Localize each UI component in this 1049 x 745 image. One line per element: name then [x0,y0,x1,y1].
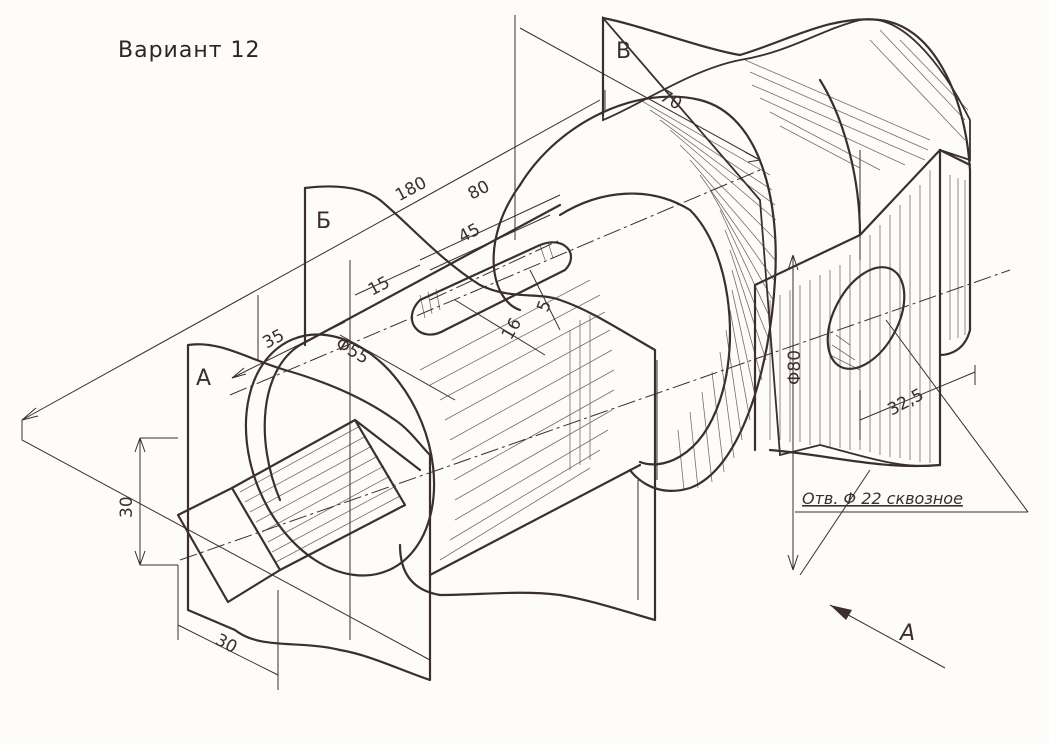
shank-hatching [239,425,401,563]
section-label-b: Б [316,209,331,234]
dim-30-vertical: 30 [117,496,137,518]
dim-180: 180 [392,173,430,206]
dim-45: 45 [455,220,483,248]
square-shank [176,486,282,604]
variant-title: Вариант 12 [118,38,261,63]
dim-80: 80 [465,177,493,205]
dim-35: 35 [259,325,287,353]
dim-diameter-80: Φ80 [785,350,805,385]
view-label-a: А [898,621,915,646]
cylinder-hatching [744,29,969,463]
main-cylinder-hatching [419,279,615,561]
key-slot [410,241,572,336]
hole-note: Отв. Φ 22 сквозное [802,489,963,508]
dim-180-line [21,99,601,421]
section-label-v: В [616,39,631,64]
section-plane-b [303,185,657,622]
main-cylinder [298,203,562,347]
center-axis [179,269,1011,561]
collar-hatching [639,99,777,491]
view-arrow-head [830,605,852,620]
section-label-a: А [196,366,211,391]
dim-diameter-55: Φ55 [332,334,372,369]
large-cylinder [738,18,972,357]
collar [518,95,777,492]
dim-16: 16 [498,315,526,344]
section-plane-a [186,343,432,682]
dim-32-5: 32,5 [884,385,927,420]
front-flange [244,333,436,577]
view-arrow [829,604,946,669]
through-hole [826,266,906,370]
